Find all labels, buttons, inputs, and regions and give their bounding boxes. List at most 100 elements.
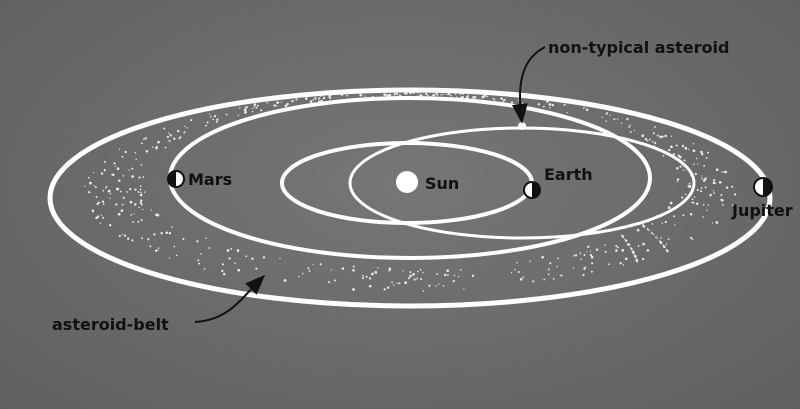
asteroid-dot <box>134 188 137 191</box>
asteroid-dot <box>118 179 121 183</box>
asteroid-dot <box>365 275 368 278</box>
asteroid-dot <box>239 107 241 109</box>
asteroid-dot <box>198 262 200 265</box>
asteroid-dot <box>129 200 133 204</box>
asteroid-dot <box>173 245 176 248</box>
asteroid-dot <box>624 239 628 242</box>
asteroid-dot <box>517 270 520 274</box>
asteroid-dot <box>103 160 106 163</box>
asteroid-dot <box>681 196 684 199</box>
asteroid-dot <box>109 193 112 195</box>
asteroid-dot <box>654 126 656 128</box>
asteroid-dot <box>371 272 374 276</box>
asteroid-dot <box>307 267 310 270</box>
asteroid-dot <box>572 254 575 257</box>
asteroid-dot <box>328 96 332 100</box>
asteroid-dot <box>424 92 428 96</box>
asteroid-dot <box>510 272 513 274</box>
asteroid-dot <box>142 176 145 178</box>
asteroid-dot <box>676 181 678 183</box>
asteroid-dot <box>100 214 103 216</box>
asteroid-dot <box>141 142 143 145</box>
asteroid-dot <box>117 212 121 216</box>
asteroid-dot <box>156 213 160 217</box>
mars-icon <box>167 170 185 188</box>
asteroid-dot <box>251 110 254 113</box>
asteroid-dot <box>731 204 734 207</box>
asteroid-dot <box>129 188 132 191</box>
asteroid-dot <box>153 233 156 236</box>
asteroid-dot <box>368 284 372 288</box>
asteroid-dot <box>120 209 124 213</box>
asteroid-dot <box>705 157 708 159</box>
asteroid-dot <box>124 150 127 154</box>
asteroid-dot <box>654 141 657 144</box>
asteroid-dot <box>137 220 140 223</box>
asteroid-dot <box>168 132 170 134</box>
asteroid-dot <box>701 177 703 180</box>
asteroid-dot <box>253 103 257 106</box>
asteroid-dot <box>330 269 332 271</box>
asteroid-dot <box>121 233 124 236</box>
asteroid-dot <box>519 277 523 281</box>
asteroid-dot <box>104 187 107 189</box>
asteroid-dot <box>216 118 219 121</box>
asteroid-dot <box>251 257 254 260</box>
asteroid-dot <box>707 204 710 206</box>
asteroid-dot <box>664 134 667 138</box>
asteroid-dot <box>435 285 437 287</box>
asteroid-dot <box>584 266 587 269</box>
asteroid-dot <box>448 92 451 96</box>
asteroid-dot <box>689 236 693 239</box>
asteroid-dot <box>412 272 415 276</box>
asteroid-dot <box>95 216 98 220</box>
asteroid-dot <box>522 102 524 104</box>
asteroid-dot <box>124 234 127 237</box>
asteroid-dot <box>143 138 145 141</box>
asteroid-dot <box>150 209 152 211</box>
asteroid-dot <box>586 251 588 253</box>
asteroid-dot <box>228 257 231 260</box>
asteroid-dot <box>398 282 401 285</box>
non-typical-asteroid-icon <box>518 122 526 130</box>
asteroid-dot <box>454 93 457 95</box>
asteroid-dot <box>436 273 439 275</box>
asteroid-dot <box>391 281 393 284</box>
asteroid-dot <box>442 93 444 96</box>
asteroid-dot <box>359 93 363 97</box>
asteroid-dot <box>651 223 654 225</box>
asteroid-dot <box>580 258 582 261</box>
asteroid-dot <box>514 269 516 271</box>
asteroid-dot <box>122 175 125 177</box>
asteroid-dot <box>140 164 143 166</box>
asteroid-dot <box>236 249 240 252</box>
asteroid-dot <box>131 239 134 242</box>
asteroid-dot <box>651 232 653 235</box>
asteroid-dot <box>713 192 715 194</box>
asteroid-dot <box>659 135 662 139</box>
asteroid-dot <box>691 198 694 201</box>
asteroid-dot <box>312 98 315 101</box>
asteroid-dot <box>626 117 629 121</box>
asteroid-dot <box>619 262 622 265</box>
asteroid-dot <box>629 124 631 127</box>
asteroid-dot <box>404 281 408 285</box>
asteroid-dot <box>667 238 670 241</box>
asteroid-dot <box>564 103 566 106</box>
asteroid-dot <box>186 127 188 129</box>
asteroid-dot <box>116 187 119 190</box>
asteroid-dot <box>122 196 125 199</box>
asteroid-dot <box>646 228 649 231</box>
asteroid-dot <box>205 237 208 239</box>
asteroid-dot <box>547 268 550 271</box>
asteroid-dot <box>340 93 344 97</box>
asteroid-dot <box>157 249 159 251</box>
asteroid-dot <box>557 257 559 260</box>
asteroid-dot <box>383 93 387 96</box>
asteroid-dot <box>636 260 639 263</box>
asteroid-dot <box>84 185 86 188</box>
asteroid-dot <box>279 257 281 260</box>
asteroid-dot <box>627 242 629 245</box>
asteroid-dot <box>702 179 706 182</box>
jupiter-icon <box>753 177 773 197</box>
